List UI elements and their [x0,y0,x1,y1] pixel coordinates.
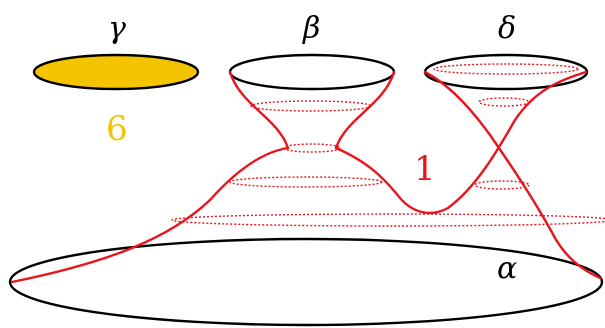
left-wall-curve [10,70,290,284]
beta-circle [228,53,396,91]
alpha-label: α [497,251,517,286]
alpha-circle [8,237,604,327]
beta-neck-section [283,143,341,153]
beta-upper-section [250,100,372,112]
crossing-curve [423,70,602,280]
wide-section [171,213,605,227]
beta-label: β [302,11,320,46]
delta-inner-section [433,63,579,75]
middle-section [229,176,383,188]
surface-outline [10,70,602,284]
right-wall-curve [334,70,588,215]
edge-weight-label: 1 [414,149,436,189]
right-low-section [474,180,530,190]
delta-label: δ [498,11,516,46]
gamma-label: γ [108,11,126,46]
gamma-disk [32,53,200,91]
delta-mid-section [478,97,530,107]
gamma-weight-label: 6 [106,109,128,149]
